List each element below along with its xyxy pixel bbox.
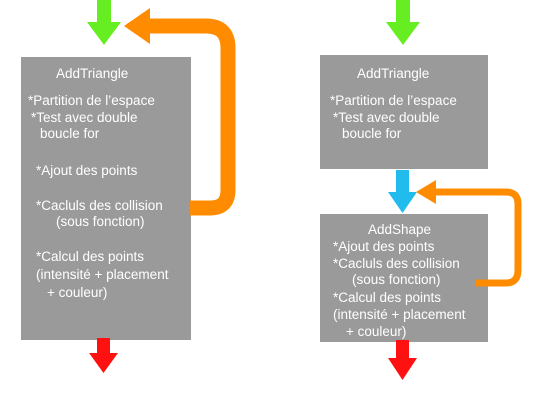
right-bottom-box-line: *Cacluls des collision [333, 256, 460, 271]
left-box-line: *Test avec double [31, 110, 138, 125]
left-loop-arrow [148, 18, 236, 216]
left-box-line: *Partition de l’espace [28, 93, 155, 108]
left-box-line: *Cacluls des collision [36, 198, 163, 213]
right-bottom-box-title: AddShape [368, 222, 432, 237]
right-loop-arrowhead [416, 180, 436, 204]
right-top-box-line: *Test avec double [333, 110, 440, 125]
right-top-box-line: boucle for [342, 126, 402, 141]
right-bottom-box-line: (intensité + placement [333, 307, 466, 322]
left-box-line: (intensité + placement [36, 267, 169, 282]
left-box-line: *Ajout des points [36, 163, 138, 178]
left-box-line: + couleur) [47, 285, 108, 300]
right-bottom-box-line: *Ajout des points [333, 239, 435, 254]
left-output-arrow [89, 338, 118, 373]
right-link-arrow [388, 170, 417, 213]
left-box-line: *Calcul des points [36, 249, 145, 264]
left-box-line: (sous fonction) [56, 214, 145, 229]
right-top-box-title: AddTriangle [357, 66, 430, 81]
right-addtriangle-box [320, 55, 488, 169]
right-bottom-box-line: *Calcul des points [333, 290, 442, 305]
left-input-arrow [87, 0, 121, 45]
left-box-title: AddTriangle [56, 66, 129, 81]
left-addtriangle-box [21, 57, 191, 340]
left-loop-arrowhead [124, 8, 150, 44]
right-input-arrow [386, 0, 420, 45]
left-box-line: boucle for [40, 126, 100, 141]
right-top-box-line: *Partition de l’espace [330, 93, 457, 108]
right-output-arrow [388, 340, 417, 380]
right-addshape-box [320, 214, 488, 342]
right-loop-arrow [434, 188, 522, 287]
right-bottom-box-line: (sous fonction) [352, 272, 441, 287]
right-bottom-box-line: + couleur) [346, 324, 407, 339]
